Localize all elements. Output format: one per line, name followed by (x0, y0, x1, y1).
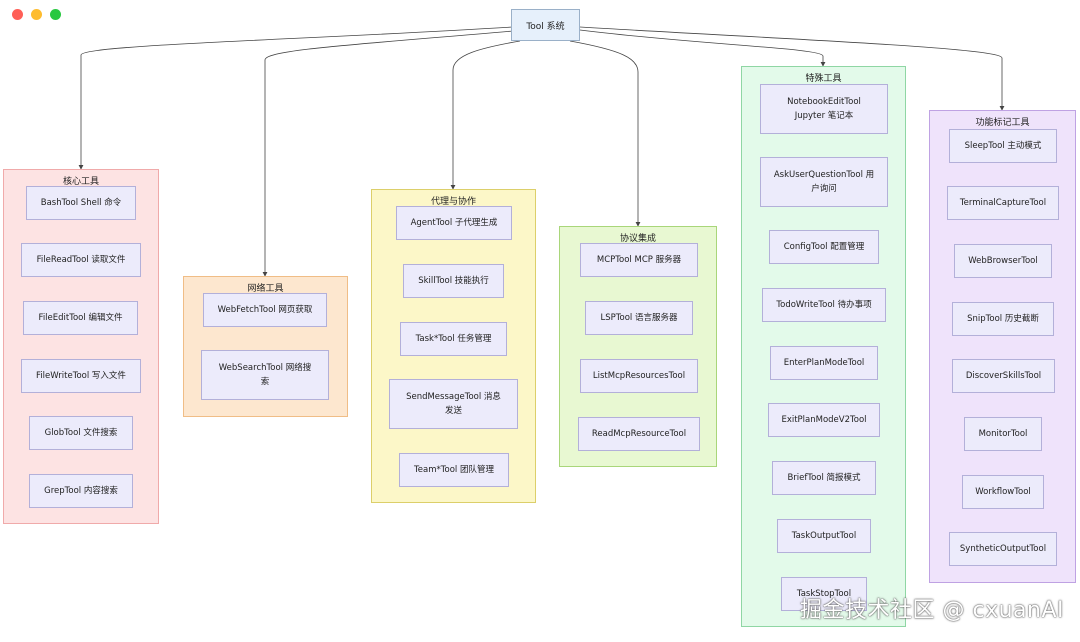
watermark: 掘金技术社区 @ cxuanAI (799, 598, 1064, 623)
tool-node: Team*Tool 团队管理 (399, 453, 509, 487)
tool-node: SendMessageTool 消息 发送 (389, 379, 518, 429)
group-feature-flag: 功能标记工具 SleepTool 主动模式 TerminalCaptureToo… (929, 110, 1076, 583)
tool-node: SleepTool 主动模式 (949, 129, 1057, 163)
tool-node: SyntheticOutputTool (949, 532, 1057, 566)
group-special: 特殊工具 NotebookEditTool Jupyter 笔记本 AskUse… (741, 66, 906, 627)
tool-node: AgentTool 子代理生成 (396, 206, 512, 240)
group-agent: 代理与协作 AgentTool 子代理生成 SkillTool 技能执行 Tas… (371, 189, 536, 503)
tool-node: EnterPlanModeTool (770, 346, 878, 380)
group-protocol: 协议集成 MCPTool MCP 服务器 LSPTool 语言服务器 ListM… (559, 226, 717, 467)
tool-node: MCPTool MCP 服务器 (580, 243, 698, 277)
link-core (78, 26, 514, 170)
group-title: 代理与协作 (430, 197, 476, 207)
tool-node: WebFetchTool 网页获取 (203, 293, 327, 327)
tool-node: ExitPlanModeV2Tool (768, 403, 880, 437)
tool-node: Task*Tool 任务管理 (400, 322, 507, 356)
tool-node: BriefTool 简报模式 (772, 461, 876, 495)
group-title: 网络工具 (247, 284, 284, 294)
group-title: 功能标记工具 (975, 118, 1030, 128)
tool-node: BashTool Shell 命令 (26, 186, 136, 220)
window-maximize-button[interactable] (50, 9, 61, 20)
tool-node: DiscoverSkillsTool (952, 359, 1055, 393)
tool-node: FileReadTool 读取文件 (21, 243, 141, 277)
group-core: 核心工具 BashTool Shell 命令 FileReadTool 读取文件… (3, 169, 159, 524)
group-network: 网络工具 WebFetchTool 网页获取 WebSearchTool 网络搜… (183, 276, 348, 417)
window-minimize-button[interactable] (31, 9, 42, 20)
tool-node: TaskStopTool (781, 577, 867, 611)
tool-node: MonitorTool (964, 417, 1042, 451)
tool-node: TodoWriteTool 待办事项 (762, 288, 886, 322)
tool-node: GrepTool 内容搜索 (29, 474, 133, 508)
window-close-button[interactable] (12, 9, 23, 20)
group-title: 特殊工具 (805, 74, 842, 84)
link-special (579, 29, 826, 67)
tool-node: LSPTool 语言服务器 (585, 301, 693, 335)
tool-node: FileWriteTool 写入文件 (21, 359, 141, 393)
root-node: Tool 系统 (511, 9, 580, 41)
tool-node: WebSearchTool 网络搜 索 (201, 350, 329, 400)
tool-node: NotebookEditTool Jupyter 笔记本 (760, 84, 888, 134)
group-title: 核心工具 (62, 177, 99, 187)
group-title: 协议集成 (619, 234, 656, 244)
link-proto (569, 40, 641, 227)
link-net (262, 30, 514, 277)
tool-node: SkillTool 技能执行 (403, 264, 504, 298)
tool-node: ReadMcpResourceTool (578, 417, 700, 451)
tool-node: SnipTool 历史截断 (952, 302, 1054, 336)
tool-node: AskUserQuestionTool 用 户询问 (760, 157, 888, 207)
tool-node: WorkflowTool (962, 475, 1044, 509)
tool-node: TaskOutputTool (777, 519, 871, 553)
tool-node: ListMcpResourcesTool (580, 359, 698, 393)
tool-node: TerminalCaptureTool (947, 186, 1059, 220)
tool-node: ConfigTool 配置管理 (769, 230, 879, 264)
tool-node: GlobTool 文件搜索 (29, 416, 133, 450)
link-agent (450, 40, 521, 190)
tool-node: FileEditTool 编辑文件 (23, 301, 138, 335)
tool-node: WebBrowserTool (954, 244, 1052, 278)
link-flag (579, 26, 1005, 111)
